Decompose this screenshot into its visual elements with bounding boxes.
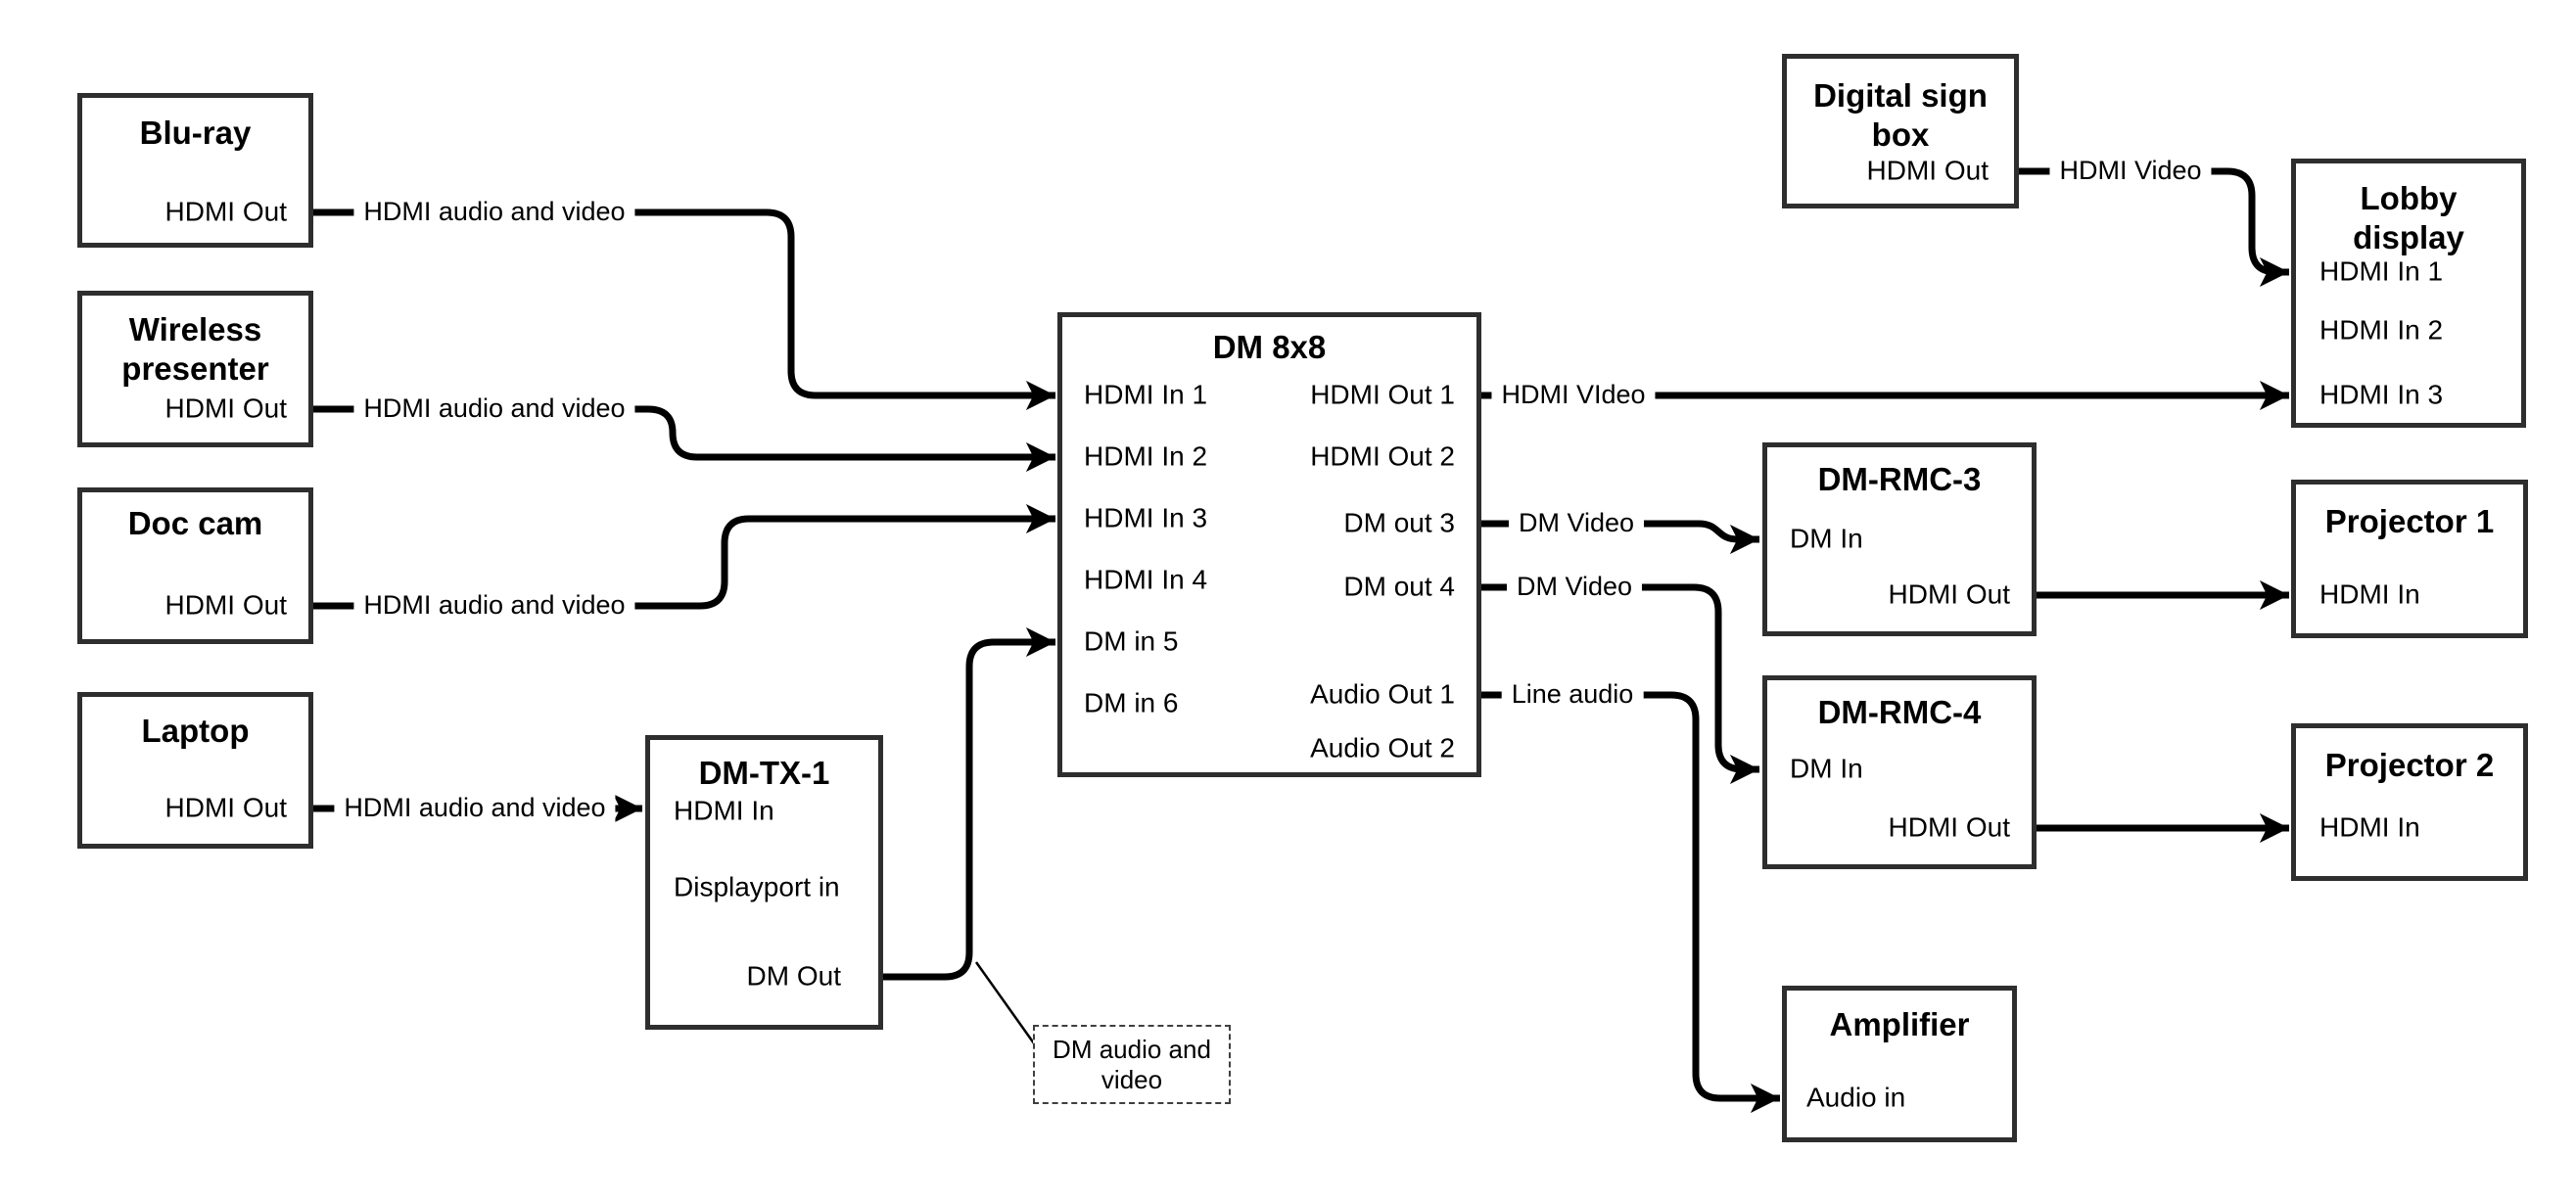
node-title: Blu-ray bbox=[82, 114, 308, 153]
port-dm-tx-1-displayport-in: Displayport in bbox=[674, 871, 840, 902]
port-dm-8x8-audio-out-1: Audio Out 1 bbox=[1310, 678, 1455, 710]
node-title-line: Amplifier bbox=[1829, 1006, 1970, 1042]
port-dm-tx-1-dm-out: DM Out bbox=[746, 960, 841, 992]
node-title-line: DM-RMC-4 bbox=[1817, 694, 1982, 730]
port-dm-rmc-4-dm-in: DM In bbox=[1790, 753, 1863, 784]
node-title-line: Wireless bbox=[128, 311, 262, 347]
port-digital-sign-box-hdmi-out: HDMI Out bbox=[1866, 155, 1989, 186]
node-title: Projector 2 bbox=[2296, 746, 2523, 785]
port-dm-8x8-hdmi-out-1: HDMI Out 1 bbox=[1310, 379, 1455, 410]
port-lobby-display-hdmi-in-2: HDMI In 2 bbox=[2319, 314, 2444, 346]
port-lobby-display-hdmi-in-1: HDMI In 1 bbox=[2319, 255, 2444, 287]
node-title: DM-RMC-3 bbox=[1767, 460, 2032, 499]
port-dm-8x8-hdmi-in-3: HDMI In 3 bbox=[1084, 502, 1208, 533]
connection-label-digital-sign-to-lobby-in1: HDMI Video bbox=[2049, 153, 2212, 188]
connection-label-blu-ray-to-dm8x8-in1: HDMI audio and video bbox=[353, 194, 635, 229]
connection-dm8x8-out3-to-rmc3 bbox=[1481, 520, 1759, 555]
connection-dm-tx-1-to-dm8x8-in5 bbox=[883, 626, 1055, 981]
node-projector-2: Projector 2 HDMI In bbox=[2291, 723, 2528, 881]
node-title-line: DM 8x8 bbox=[1212, 329, 1327, 365]
connection-blu-ray-to-dm8x8-in1 bbox=[313, 208, 1055, 411]
port-lobby-display-hdmi-in-3: HDMI In 3 bbox=[2319, 379, 2444, 410]
connection-label-doc-cam-to-dm8x8-in3: HDMI audio and video bbox=[353, 587, 635, 623]
node-title-line: display bbox=[2353, 219, 2464, 255]
connection-label-wireless-to-dm8x8-in2: HDMI audio and video bbox=[353, 391, 635, 426]
node-title-line: Projector 2 bbox=[2324, 747, 2495, 783]
port-dm-8x8-dm-out-3: DM out 3 bbox=[1343, 507, 1455, 538]
node-dm-rmc-4: DM-RMC-4 DM In HDMI Out bbox=[1762, 675, 2037, 869]
node-title-line: Lobby bbox=[2360, 180, 2458, 216]
connection-digital-sign-to-lobby-in1 bbox=[2019, 167, 2289, 288]
node-title-line: Digital sign bbox=[1813, 77, 1988, 114]
node-title-line: Blu-ray bbox=[139, 115, 252, 151]
node-title-line: Doc cam bbox=[127, 505, 263, 541]
connection-wireless-to-dm8x8-in2 bbox=[313, 405, 1055, 473]
port-dm-tx-1-hdmi-in: HDMI In bbox=[674, 795, 774, 826]
node-projector-1: Projector 1 HDMI In bbox=[2291, 480, 2528, 638]
connection-label-laptop-to-dm-tx-1: HDMI audio and video bbox=[334, 790, 616, 825]
port-dm-rmc-3-dm-in: DM In bbox=[1790, 523, 1863, 554]
note-text-line: video bbox=[1101, 1064, 1163, 1094]
port-doc-cam-hdmi-out: HDMI Out bbox=[164, 589, 287, 621]
node-title: DM-RMC-4 bbox=[1767, 693, 2032, 732]
node-title-line: presenter bbox=[121, 350, 269, 387]
port-dm-8x8-dm-in-5: DM in 5 bbox=[1084, 625, 1179, 657]
port-dm-8x8-hdmi-in-4: HDMI In 4 bbox=[1084, 564, 1208, 595]
port-blu-ray-hdmi-out: HDMI Out bbox=[164, 196, 287, 227]
node-title: Doc cam bbox=[82, 504, 308, 543]
connection-label-dm8x8-audio1-to-amplifier: Line audio bbox=[1501, 676, 1644, 712]
node-title: Laptop bbox=[82, 712, 308, 751]
port-dm-8x8-hdmi-in-1: HDMI In 1 bbox=[1084, 379, 1208, 410]
port-dm-rmc-4-hdmi-out: HDMI Out bbox=[1888, 811, 2010, 843]
port-wireless-presenter-hdmi-out: HDMI Out bbox=[164, 393, 287, 424]
connection-dm8x8-audio1-to-amplifier bbox=[1481, 691, 1780, 1114]
node-title: DM 8x8 bbox=[1062, 328, 1476, 367]
port-projector-2-hdmi-in: HDMI In bbox=[2319, 811, 2420, 843]
port-dm-8x8-dm-in-6: DM in 6 bbox=[1084, 687, 1179, 718]
port-amplifier-audio-in: Audio in bbox=[1806, 1082, 1906, 1113]
node-dm-rmc-3: DM-RMC-3 DM In HDMI Out bbox=[1762, 442, 2037, 636]
node-title-line: Projector 1 bbox=[2324, 503, 2495, 539]
port-dm-8x8-hdmi-in-2: HDMI In 2 bbox=[1084, 440, 1208, 472]
port-dm-8x8-dm-out-4: DM out 4 bbox=[1343, 571, 1455, 602]
port-laptop-hdmi-out: HDMI Out bbox=[164, 792, 287, 823]
node-title: Amplifier bbox=[1787, 1005, 2012, 1044]
connection-label-dm8x8-out3-to-rmc3: DM Video bbox=[1508, 505, 1645, 540]
note-leader-line bbox=[974, 961, 1036, 1044]
node-title: Projector 1 bbox=[2296, 502, 2523, 541]
node-title-line: DM-RMC-3 bbox=[1817, 461, 1982, 497]
note-text-line: DM audio and bbox=[1053, 1034, 1211, 1064]
connection-label-dm8x8-out4-to-rmc4: DM Video bbox=[1506, 569, 1643, 604]
connection-dm8x8-out4-to-rmc4 bbox=[1481, 583, 1759, 785]
connection-doc-cam-to-dm8x8-in3 bbox=[313, 503, 1055, 610]
node-title-line: box bbox=[1871, 116, 1930, 153]
port-dm-8x8-hdmi-out-2: HDMI Out 2 bbox=[1310, 440, 1455, 472]
node-title-line: DM-TX-1 bbox=[698, 755, 830, 791]
node-title: DM-TX-1 bbox=[650, 754, 878, 793]
node-title-line: Laptop bbox=[141, 713, 250, 749]
port-projector-1-hdmi-in: HDMI In bbox=[2319, 578, 2420, 610]
port-dm-8x8-audio-out-2: Audio Out 2 bbox=[1310, 732, 1455, 763]
connection-label-dm8x8-out1-to-lobby-in3: HDMI VIdeo bbox=[1491, 377, 1656, 412]
port-dm-rmc-3-hdmi-out: HDMI Out bbox=[1888, 578, 2010, 610]
